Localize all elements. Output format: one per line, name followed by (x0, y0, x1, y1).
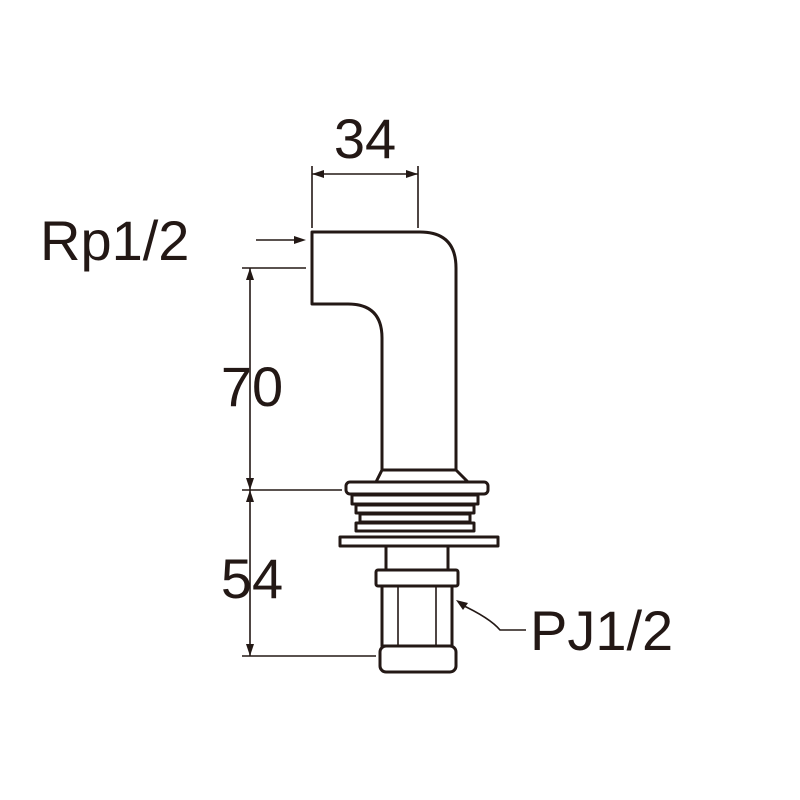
width-dimension: 34 (311, 107, 419, 228)
outlet-thread-callout: PJ1/2 (456, 599, 673, 662)
bottom-end-cap (378, 644, 458, 674)
width-dimension-label: 34 (334, 107, 396, 170)
lower-height-dimension: 54 (221, 490, 376, 657)
lower-height-label: 54 (221, 547, 283, 610)
outlet-thread-label: PJ1/2 (530, 599, 673, 662)
inlet-thread-label: Rp1/2 (40, 209, 189, 272)
inlet-thread-callout: Rp1/2 (40, 209, 306, 272)
elbow-pipe-body (310, 230, 458, 472)
upper-height-dimension: 70 (221, 267, 342, 491)
threaded-shank (380, 544, 454, 648)
lock-nut (374, 568, 460, 588)
upper-height-label: 70 (221, 355, 283, 418)
base-flange (344, 468, 490, 496)
washer-stack (338, 493, 500, 548)
